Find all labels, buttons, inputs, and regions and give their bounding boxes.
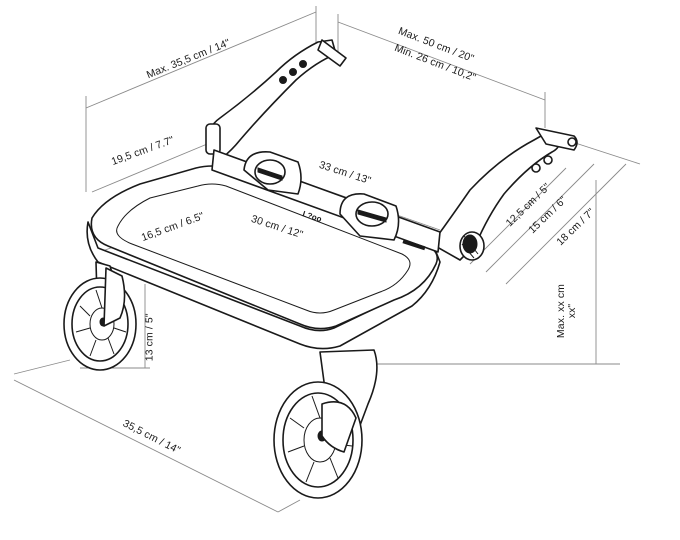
- wheel-rear: [63, 267, 137, 371]
- dimension-lines: [13, 6, 641, 513]
- right-arm: [399, 127, 578, 261]
- label-max-height: Max. xx cm xx": [555, 283, 579, 339]
- wheel-front: [273, 349, 378, 499]
- label-wheel-height: 13 cm / 5": [143, 313, 156, 362]
- crossbar: L?oo: [211, 149, 441, 253]
- left-arm: [205, 39, 347, 159]
- board: [86, 165, 441, 350]
